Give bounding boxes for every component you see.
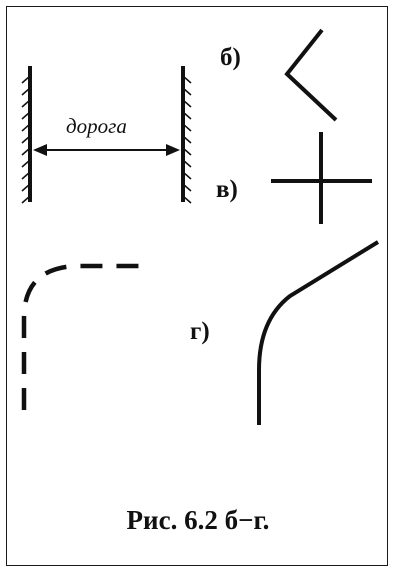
road-left-edge: [21, 66, 32, 204]
solid-curve-g: [257, 240, 380, 425]
dashed-curve-g: [21, 263, 150, 410]
part-label-g: г): [190, 318, 210, 345]
corner-mark-b: [284, 28, 338, 122]
part-label-b: б): [220, 44, 241, 71]
road-right-edge: [181, 66, 192, 204]
road-width-label: дорога: [66, 114, 127, 138]
cross-mark-v: [271, 132, 372, 224]
road-width-arrow: [33, 144, 180, 156]
figure-frame: [6, 6, 388, 566]
part-label-v: в): [216, 176, 238, 203]
figure-caption: Рис. 6.2 б−г.: [126, 505, 270, 535]
